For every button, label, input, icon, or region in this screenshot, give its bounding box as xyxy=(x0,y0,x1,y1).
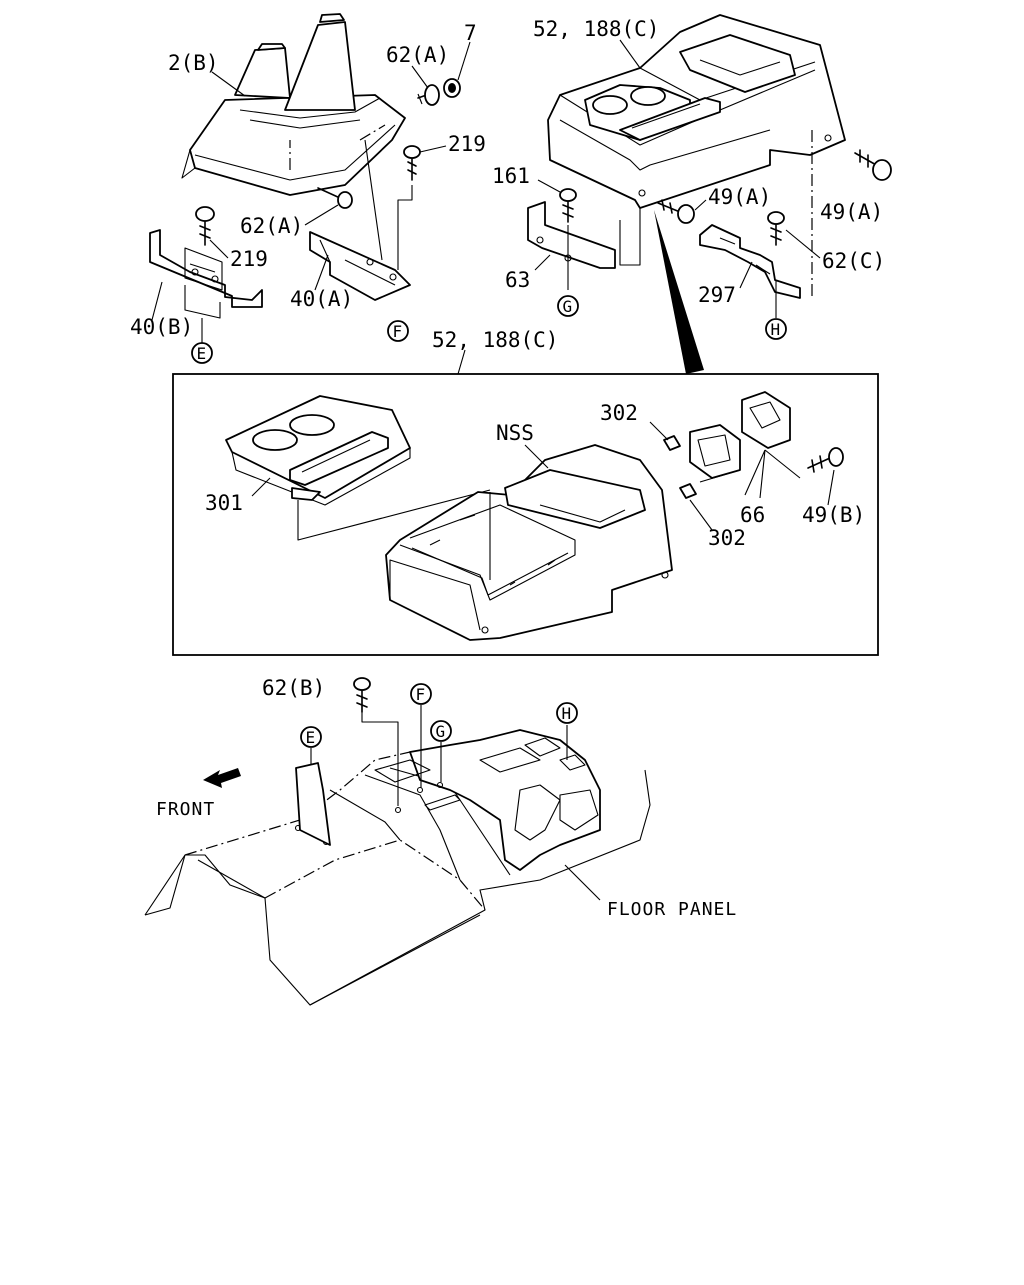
label-bolt-62b: 62(B) xyxy=(262,676,325,700)
clip-302-bottom xyxy=(679,483,697,499)
ref-g-top: G xyxy=(557,295,579,317)
bracket-40a xyxy=(309,139,411,301)
cup-holder-66 xyxy=(689,391,801,499)
label-screw-49b: 49(B) xyxy=(802,503,865,527)
front-arrow-icon xyxy=(203,768,241,788)
label-clip-302-top: 302 xyxy=(600,401,638,425)
screw-219-left xyxy=(195,206,215,246)
ref-e-floor: E xyxy=(300,726,322,748)
bracket-297 xyxy=(699,224,801,299)
svg-text:G: G xyxy=(563,297,573,316)
screw-49a-mid xyxy=(657,199,695,224)
screw-49a-right xyxy=(854,149,892,181)
label-bolt-62a-left: 62(A) xyxy=(240,214,303,238)
svg-text:E: E xyxy=(306,728,316,747)
part-labels: 2(B) 62(A) 7 219 62(A) 219 40(A) 40(B) 5… xyxy=(130,17,885,920)
tray-301 xyxy=(225,395,491,541)
ref-h-top: H xyxy=(765,318,787,340)
bolt-62a-left xyxy=(317,187,353,209)
svg-text:F: F xyxy=(416,685,426,704)
label-front: FRONT xyxy=(156,799,215,820)
ref-f-floor: F xyxy=(410,683,432,705)
label-cup-66: 66 xyxy=(740,503,765,527)
label-bracket-40b: 40(B) xyxy=(130,315,193,339)
label-screw-219-right: 219 xyxy=(448,132,486,156)
svg-text:H: H xyxy=(562,704,572,723)
label-nss: NSS xyxy=(496,421,534,445)
screw-49b xyxy=(807,447,844,473)
ref-f-top: F xyxy=(387,320,409,342)
console-top-assembly xyxy=(527,14,892,374)
ref-h-floor: H xyxy=(556,702,578,724)
label-screw-49a-right: 49(A) xyxy=(820,200,883,224)
ref-e-top: E xyxy=(191,342,213,364)
bracket-63 xyxy=(527,201,616,269)
label-bolt-62a-top: 62(A) xyxy=(386,43,449,67)
label-bracket-63: 63 xyxy=(505,268,530,292)
svg-text:E: E xyxy=(197,344,207,363)
svg-text:G: G xyxy=(436,722,446,741)
bracket-40b xyxy=(149,229,263,308)
svg-text:H: H xyxy=(771,320,781,339)
svg-text:F: F xyxy=(393,322,403,341)
floor-panel xyxy=(144,677,651,1006)
label-clip-302-bottom: 302 xyxy=(708,526,746,550)
label-screw-219-left: 219 xyxy=(230,247,268,271)
grommet-7 xyxy=(443,78,461,98)
label-console-detail: 52, 188(C) xyxy=(432,328,558,352)
label-grommet-7: 7 xyxy=(464,21,477,45)
shift-boot-assembly xyxy=(149,13,461,345)
label-console-top: 52, 188(C) xyxy=(533,17,659,41)
bolt-62a-top xyxy=(417,84,440,106)
screw-161 xyxy=(559,188,577,223)
bolt-62c xyxy=(767,211,785,246)
reference-markers: E F G H E F G H xyxy=(191,295,787,748)
label-shift-boot: 2(B) xyxy=(168,51,219,75)
label-bracket-40a: 40(A) xyxy=(290,287,353,311)
console-detail xyxy=(225,391,844,641)
ref-g-floor: G xyxy=(430,720,452,742)
label-bracket-297: 297 xyxy=(698,283,736,307)
label-tray-301: 301 xyxy=(205,491,243,515)
bolt-62b xyxy=(353,677,371,713)
label-floor-panel: FLOOR PANEL xyxy=(607,899,737,920)
label-bolt-62c: 62(C) xyxy=(822,249,885,273)
detail-frame xyxy=(172,373,879,656)
label-screw-161: 161 xyxy=(492,164,530,188)
label-screw-49a-mid: 49(A) xyxy=(708,185,771,209)
screw-219-right xyxy=(403,145,421,181)
console-body-nss xyxy=(385,444,673,641)
